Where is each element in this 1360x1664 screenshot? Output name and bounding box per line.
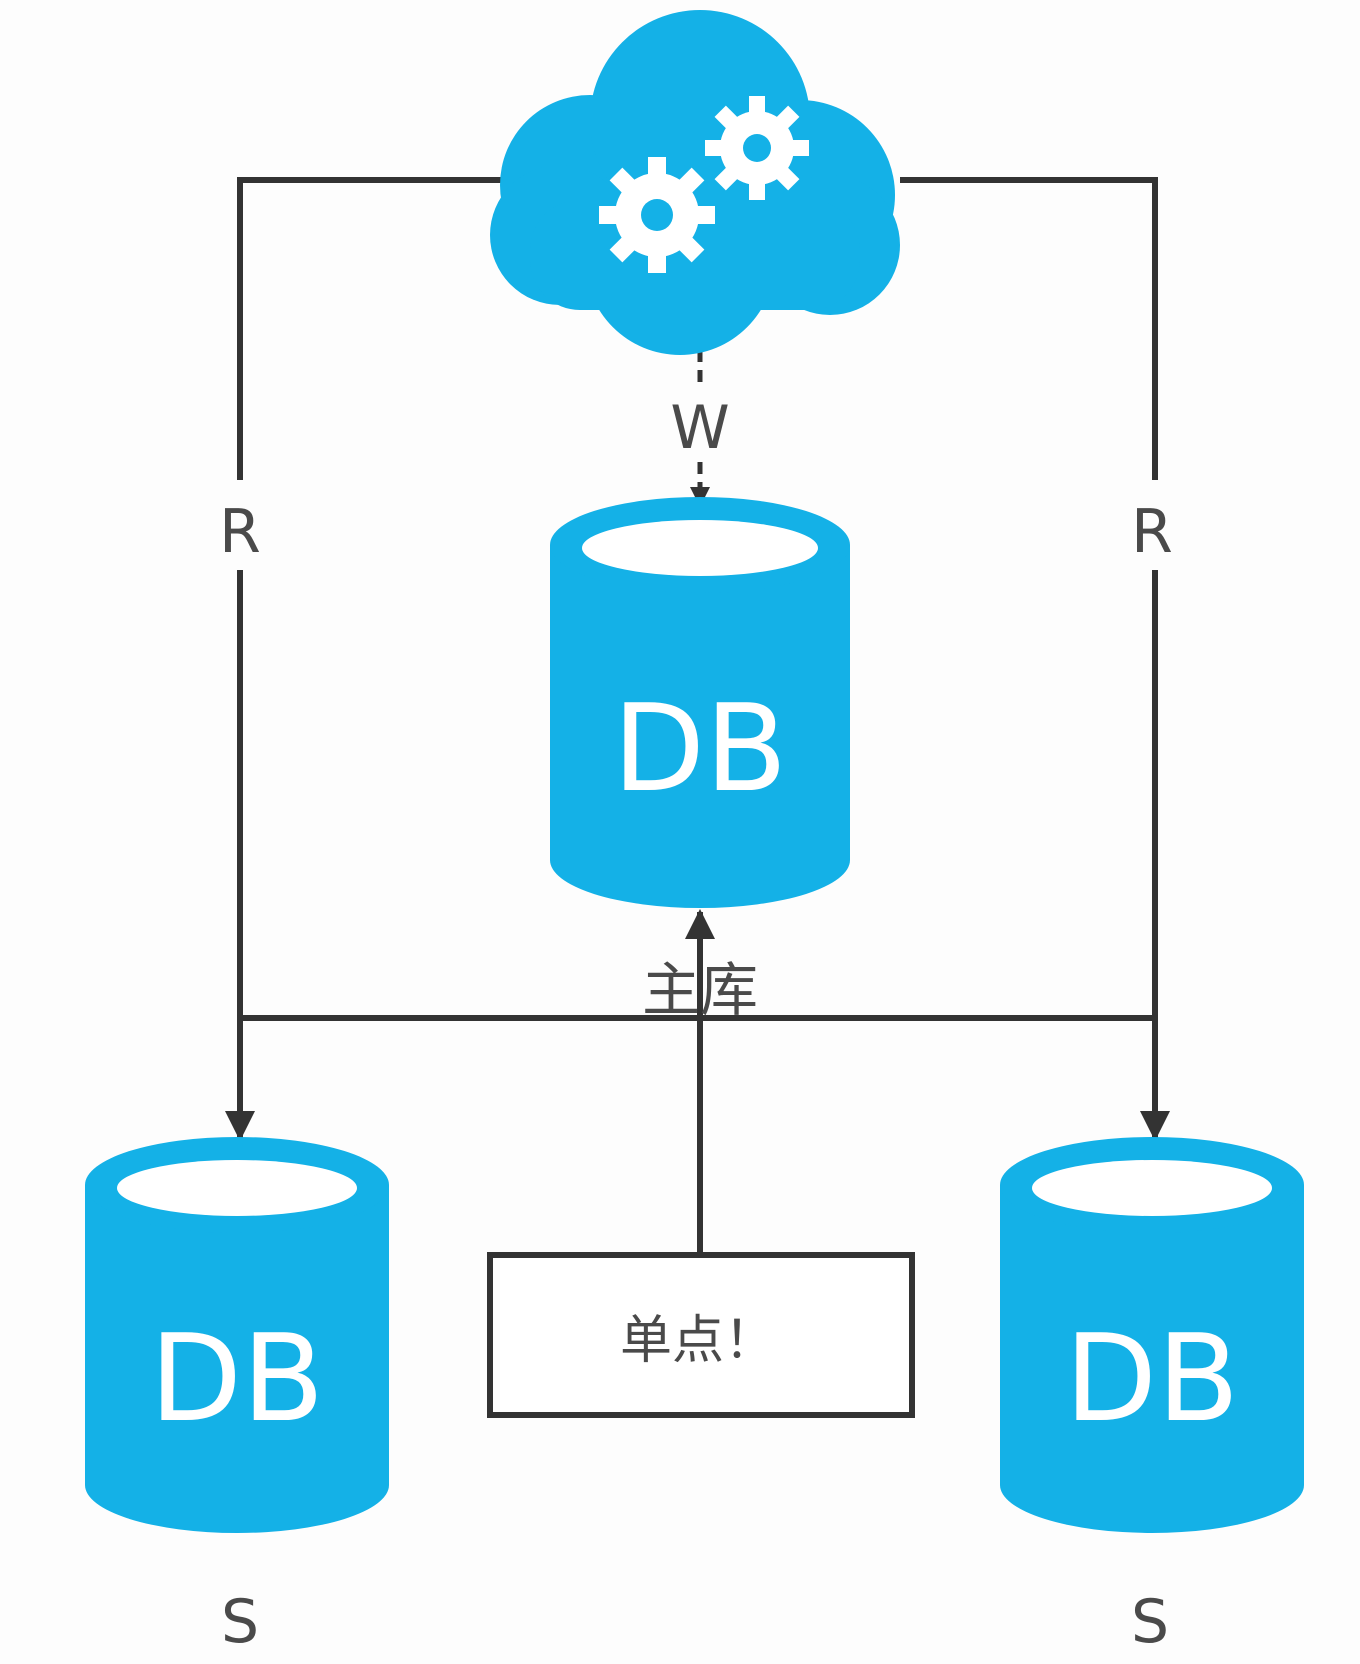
master-db-label: DB [613, 680, 788, 819]
gear-icon [599, 157, 715, 273]
write-label: W [670, 393, 729, 463]
slave-db-left: DB [85, 1137, 389, 1533]
read-line-right [900, 177, 1158, 480]
slave-label-right: S [1131, 1587, 1169, 1657]
master-db: DB [550, 497, 850, 908]
read-label-right: R [1131, 497, 1173, 567]
connectors [225, 177, 1170, 1255]
slave-db-left-label: DB [150, 1310, 325, 1449]
slave-db-right-label: DB [1065, 1310, 1240, 1449]
gear-icon [705, 96, 809, 200]
cloud-gears-icon [490, 10, 900, 355]
read-label-left: R [219, 497, 261, 567]
single-point-box: 单点！ [487, 1252, 915, 1418]
master-label: 主库 [642, 956, 758, 1024]
slave-label-left: S [221, 1587, 259, 1657]
single-point-label: 单点！ [620, 1311, 776, 1371]
read-line-left [237, 177, 505, 480]
slave-db-right: DB [1000, 1137, 1304, 1533]
